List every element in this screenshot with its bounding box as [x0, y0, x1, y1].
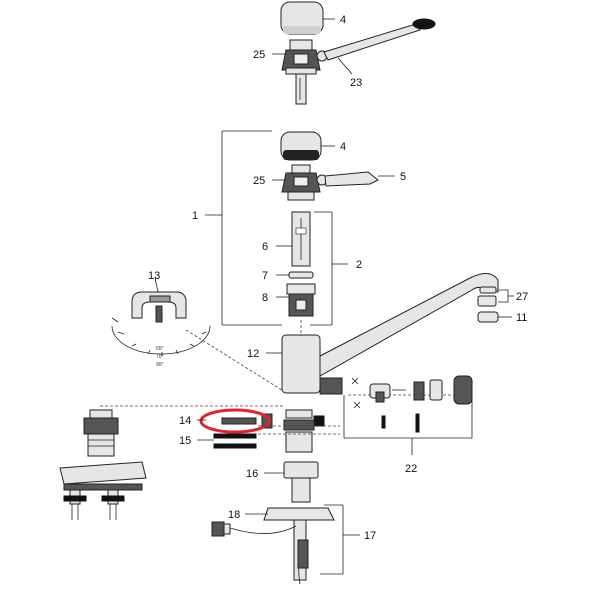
label-2: 2: [356, 259, 362, 271]
body-base-rings: [258, 409, 340, 453]
part-4-top-cap: [280, 1, 324, 35]
label-16: 16: [246, 468, 258, 480]
label-14: 14: [179, 415, 191, 427]
label-13: 13: [148, 270, 160, 282]
part-16-base: [283, 461, 319, 503]
part-11-nozzle: [477, 311, 499, 323]
label-12: 12: [247, 348, 259, 360]
label-1: 1: [192, 210, 198, 222]
label-4-top: 4: [340, 14, 346, 26]
part-15-orings: [213, 433, 257, 449]
label-17: 17: [364, 530, 376, 542]
label-8: 8: [262, 292, 268, 304]
label-25-mid: 25: [253, 175, 265, 187]
label-27: 27: [516, 291, 528, 303]
part-5-short-lever: [316, 171, 379, 187]
part-12-body-spout: [281, 273, 499, 395]
part-6-stem: [291, 211, 311, 267]
assembly-2-bracket: [314, 211, 348, 265]
part-7-washer: [288, 271, 314, 279]
label-6: 6: [262, 241, 268, 253]
dial-70: 70°: [156, 354, 164, 360]
label-11: 11: [516, 312, 527, 324]
part-17-lower-assembly: [320, 504, 360, 575]
dial-90: 90°: [156, 362, 164, 368]
label-15: 15: [179, 435, 191, 447]
label-5: 5: [400, 171, 406, 183]
label-7: 7: [262, 270, 268, 282]
part-8-valve: [286, 283, 316, 317]
label-23: 23: [350, 77, 362, 89]
highlight-circle: [199, 408, 271, 434]
part-25-mid-cartridge: [281, 164, 321, 201]
part-23-long-lever: [316, 18, 436, 62]
part-18-hoses: [211, 507, 335, 585]
part-22-group: [343, 375, 473, 455]
assembly-1-bracket: [221, 130, 333, 326]
left-mounting-assembly: [59, 405, 284, 520]
dial-55: 55°: [156, 346, 164, 352]
part-14-seal: [221, 413, 325, 429]
label-25-top: 25: [253, 49, 265, 61]
part-13-dial: [111, 291, 286, 393]
label-22: 22: [405, 463, 417, 475]
part-27-aerator: [477, 286, 497, 307]
part-25-top-cartridge: [281, 39, 321, 105]
label-4-mid: 4: [340, 141, 346, 153]
label-18: 18: [228, 509, 240, 521]
part-4-mid-cap: [280, 131, 322, 161]
